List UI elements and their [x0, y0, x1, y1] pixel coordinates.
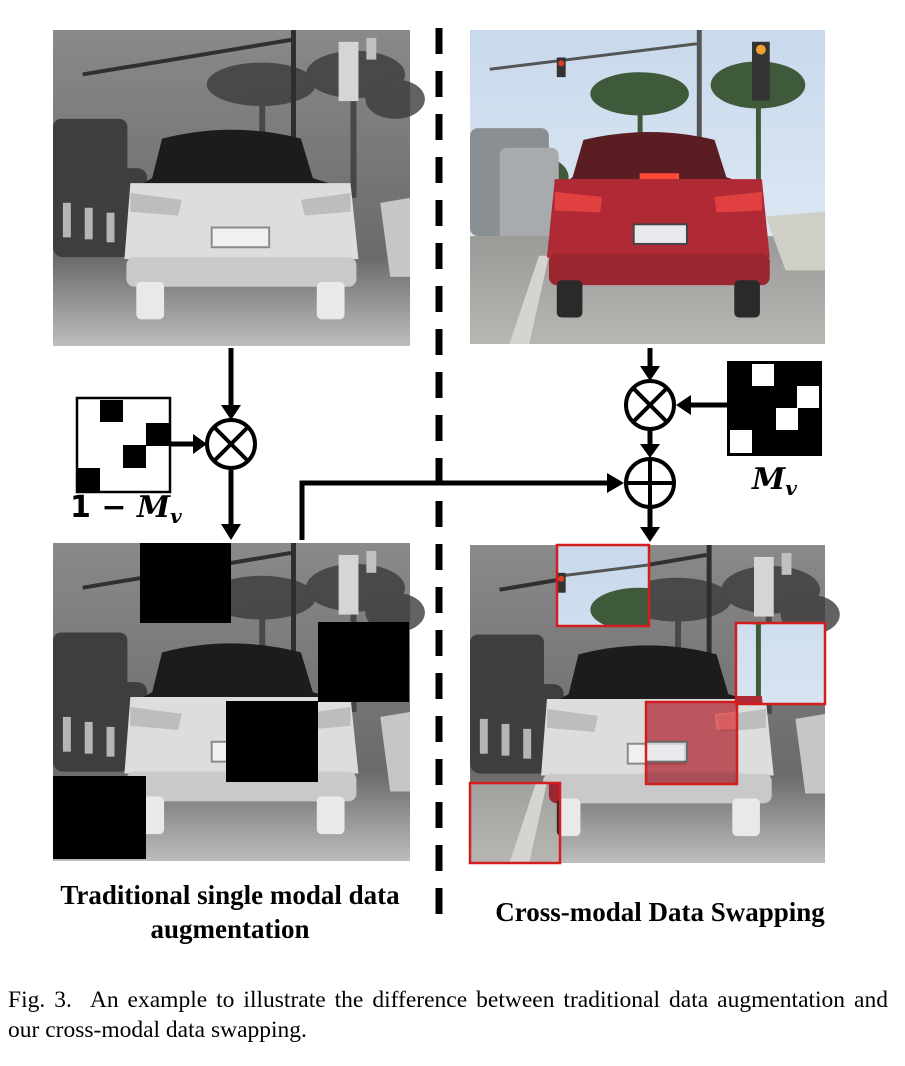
figure-caption: Fig. 3.An example to illustrate the diff… [8, 985, 888, 1045]
erased-patch [318, 622, 409, 702]
caption-prefix: Fig. 3. [8, 987, 72, 1013]
circle-times-icon [624, 379, 676, 431]
circle-times-icon [205, 418, 257, 470]
mask-label: Mv [752, 462, 797, 500]
infrared-image [51, 28, 427, 348]
mask [727, 361, 822, 456]
diagram-canvas [51, 28, 842, 920]
augmented-infrared-image [51, 541, 427, 864]
visible-image [468, 28, 827, 346]
erased-patch [226, 701, 318, 782]
caption-text: An example to illustrate the difference … [8, 987, 888, 1043]
traditional-augmentation-label: Traditional single modal data augmentati… [60, 880, 400, 944]
swap-box [644, 700, 739, 786]
erased-patch [53, 776, 146, 859]
swapped-image [468, 543, 842, 866]
inverse-mask-label: 1 − Mv [70, 490, 182, 528]
swap-box [734, 621, 827, 706]
erased-patch [140, 543, 231, 623]
inverse-mask [75, 396, 172, 494]
connectors [170, 348, 727, 542]
cross-modal-swapping-label: Cross-modal Data Swapping [495, 897, 825, 927]
swap-box [468, 781, 562, 865]
swap-box [555, 543, 651, 628]
circle-plus-icon [624, 457, 676, 509]
